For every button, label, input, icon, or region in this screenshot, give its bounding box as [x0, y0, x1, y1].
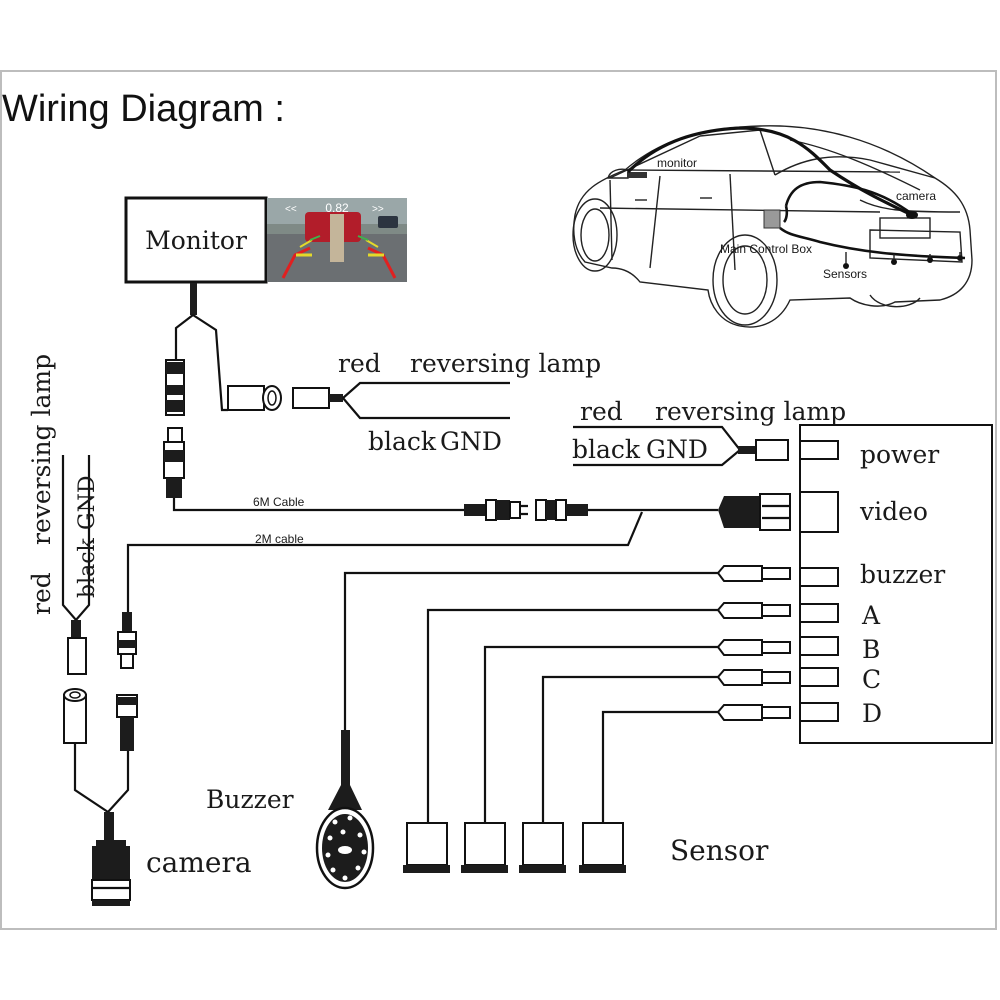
port-buzzer[interactable] — [799, 567, 839, 587]
camera-power-connector — [61, 455, 109, 813]
plug-a — [426, 602, 791, 825]
car-label-monitor: monitor — [657, 156, 697, 170]
control-box-power-red-label: red — [580, 397, 623, 426]
port-video[interactable] — [799, 491, 839, 533]
car-camera-icon — [906, 211, 918, 219]
monitor-power-red-label: red — [338, 349, 381, 378]
video-plug — [718, 493, 791, 531]
cable-6m-label: 6M Cable — [253, 495, 305, 509]
monitor-power-black-function: GND — [440, 427, 502, 456]
port-label-b: B — [862, 635, 880, 664]
car-control-box-icon — [763, 209, 781, 229]
camera-video-connector — [107, 612, 138, 813]
port-power[interactable] — [799, 440, 839, 460]
car-label-main-control-box: Main Control Box — [720, 242, 812, 256]
main-control-box: power video buzzer A B C D — [799, 424, 993, 744]
screen-arrows-right: >> — [372, 204, 384, 215]
sensors — [403, 822, 626, 873]
monitor-power-connector — [227, 381, 510, 420]
car-sensor-dots — [843, 252, 963, 269]
camera-label: camera — [146, 846, 252, 879]
cable-2m-label: 2M cable — [255, 532, 304, 546]
control-box-power-red-function: reversing lamp — [655, 397, 846, 426]
port-c[interactable] — [799, 667, 839, 687]
camera — [91, 812, 131, 906]
cable-6m-connectors — [464, 499, 718, 521]
port-label-c: C — [862, 665, 881, 694]
monitor: Monitor << 0.82 >> — [124, 196, 407, 412]
monitor-power-black-label: black — [368, 427, 437, 456]
car-label-sensors: Sensors — [823, 267, 867, 281]
screen-distance-readout: 0.82 — [325, 201, 349, 215]
car-monitor-icon — [627, 172, 647, 178]
camera-power-black-function: GND — [75, 476, 100, 530]
buzzer — [315, 730, 375, 890]
screen-arrows-left: << — [285, 204, 297, 215]
sensor-label: Sensor — [670, 834, 769, 867]
port-label-a: A — [861, 601, 881, 630]
monitor-video-connector — [163, 359, 470, 512]
port-label-video: video — [859, 497, 928, 526]
monitor-power-red-function: reversing lamp — [410, 349, 601, 378]
camera-power-red-function: reversing lamp — [27, 354, 56, 545]
sensor-a — [403, 822, 450, 873]
port-a[interactable] — [799, 603, 839, 623]
plug-buzzer — [343, 565, 791, 785]
buzzer-label: Buzzer — [206, 785, 294, 814]
cable-2m-wire — [126, 511, 644, 612]
sensor-d — [579, 822, 626, 873]
pedestrian-in-screen — [330, 214, 344, 262]
control-box-power-connector — [573, 425, 789, 467]
port-d[interactable] — [799, 702, 839, 722]
camera-power-red-label: red — [27, 572, 56, 615]
diagram-title: Wiring Diagram : — [2, 88, 285, 130]
port-label-buzzer: buzzer — [860, 560, 945, 589]
port-b[interactable] — [799, 636, 839, 656]
sensor-c — [519, 822, 566, 873]
car-label-camera: camera — [896, 189, 936, 203]
car-illustration: monitor camera Main Control Box Sensors — [572, 125, 973, 328]
sensor-b — [461, 822, 508, 873]
control-box-power-black-function: GND — [646, 435, 708, 464]
port-label-power: power — [860, 440, 939, 469]
sensor-plugs — [343, 565, 791, 825]
monitor-label: Monitor — [145, 226, 247, 255]
plug-c — [541, 669, 791, 825]
control-box-power-black-label: black — [572, 435, 641, 464]
monitor-screen-image: << 0.82 >> — [267, 198, 407, 282]
camera-power-black-label: black — [75, 537, 100, 598]
plug-d — [601, 704, 791, 825]
port-label-d: D — [862, 699, 882, 728]
plug-b — [483, 639, 791, 825]
buzzer-holes — [325, 815, 367, 881]
monitor-box — [124, 196, 268, 284]
